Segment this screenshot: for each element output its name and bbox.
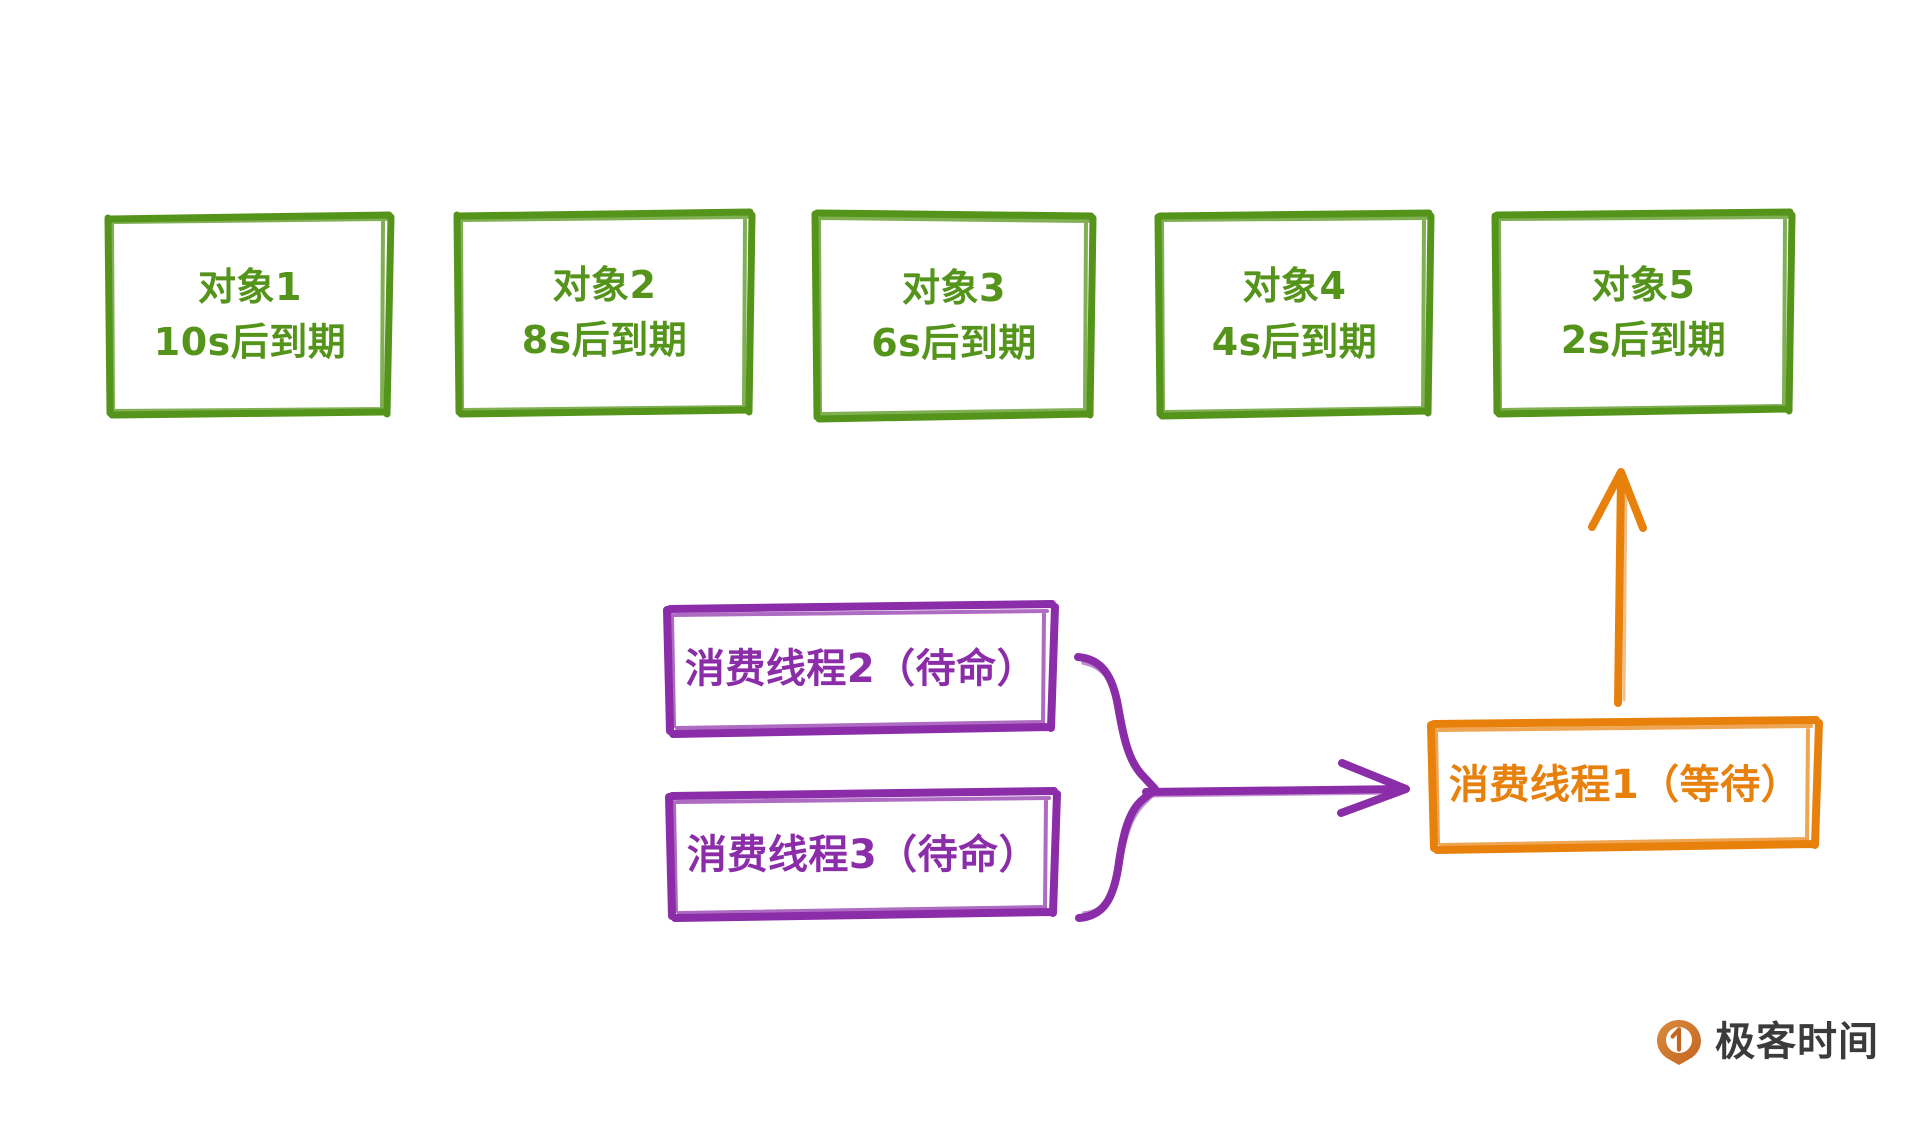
standby-thread-box-3[interactable]: 消费线程3（待命）	[669, 791, 1057, 918]
object-card-5[interactable]: 对象5 2s后到期	[1495, 212, 1792, 414]
object-card-1[interactable]: 对象1 10s后到期	[108, 215, 392, 415]
object-card-3-expiry: 6s后到期	[871, 321, 1037, 365]
object-card-1-expiry: 10s后到期	[153, 320, 347, 364]
brand-logo: 极客时间	[1655, 1018, 1879, 1066]
object-card-outline-5	[1491, 208, 1796, 418]
active-thread-box-outline	[1427, 716, 1823, 854]
brace-connector	[1074, 653, 1160, 922]
object-card-2-expiry: 8s后到期	[521, 318, 688, 362]
object-card-4[interactable]: 对象4 4s后到期	[1158, 213, 1431, 416]
brand-name: 极客时间	[1715, 1019, 1879, 1065]
object-card-5-expiry: 2s后到期	[1560, 318, 1727, 362]
object-card-outline-3	[811, 209, 1097, 423]
geektime-logo-icon	[1657, 1020, 1701, 1065]
object-card-outline-4	[1154, 209, 1435, 420]
object-card-3[interactable]: 对象3 6s后到期	[815, 213, 1093, 419]
object-card-1-name: 对象1	[198, 264, 302, 309]
active-thread-1-label: 消费线程1（等待）	[1448, 762, 1802, 808]
object-card-4-name: 对象4	[1242, 264, 1347, 309]
object-card-4-expiry: 4s后到期	[1211, 319, 1378, 364]
object-card-5-name: 对象5	[1591, 262, 1696, 307]
arrow-to-object5	[1588, 468, 1647, 707]
thread-box-outline-2	[663, 600, 1059, 738]
active-thread-box-1[interactable]: 消费线程1（等待）	[1431, 720, 1819, 850]
object-card-outline-2	[453, 208, 756, 418]
object-card-2-name: 对象2	[552, 262, 657, 307]
object-card-3-name: 对象3	[902, 265, 1006, 310]
standby-thread-2-label: 消费线程2（待命）	[684, 646, 1038, 692]
object-card-outline-1	[104, 211, 395, 419]
object-card-2[interactable]: 对象2 8s后到期	[457, 212, 752, 414]
arrow-to-active-thread	[1142, 759, 1410, 817]
standby-thread-3-label: 消费线程3（待命）	[686, 831, 1040, 878]
standby-thread-box-2[interactable]: 消费线程2（待命）	[667, 604, 1055, 734]
thread-box-outline-3	[665, 787, 1061, 922]
